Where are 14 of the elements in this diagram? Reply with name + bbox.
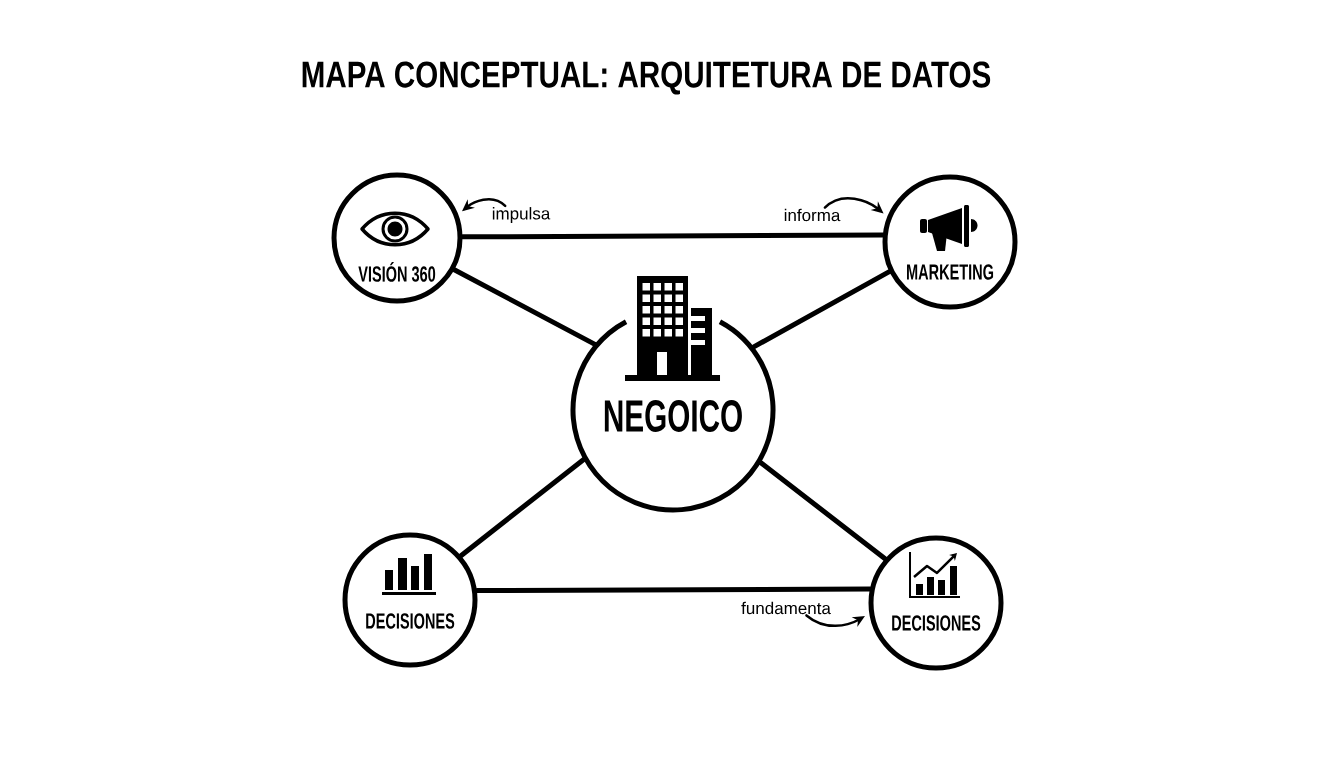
relation-label: impulsa: [492, 207, 551, 223]
connector-line: [474, 586, 873, 594]
title: MAPA CONCEPTUAL: ARQUITETURA DE DATOS: [302, 61, 991, 95]
circle-node: VISIÓN 360: [331, 172, 463, 304]
connector-line: [758, 460, 888, 562]
circle-node: DECISIONES: [342, 532, 478, 668]
connector-line: [458, 457, 586, 559]
connector-line: [460, 232, 886, 240]
relation-label: fundamenta: [741, 601, 831, 615]
connector-line: [751, 269, 892, 350]
circle-node: DECISIONES: [868, 535, 1004, 671]
relation-label: informa: [784, 208, 841, 222]
circle-node: MARKETING: [882, 174, 1018, 310]
connector-line: [451, 267, 597, 347]
